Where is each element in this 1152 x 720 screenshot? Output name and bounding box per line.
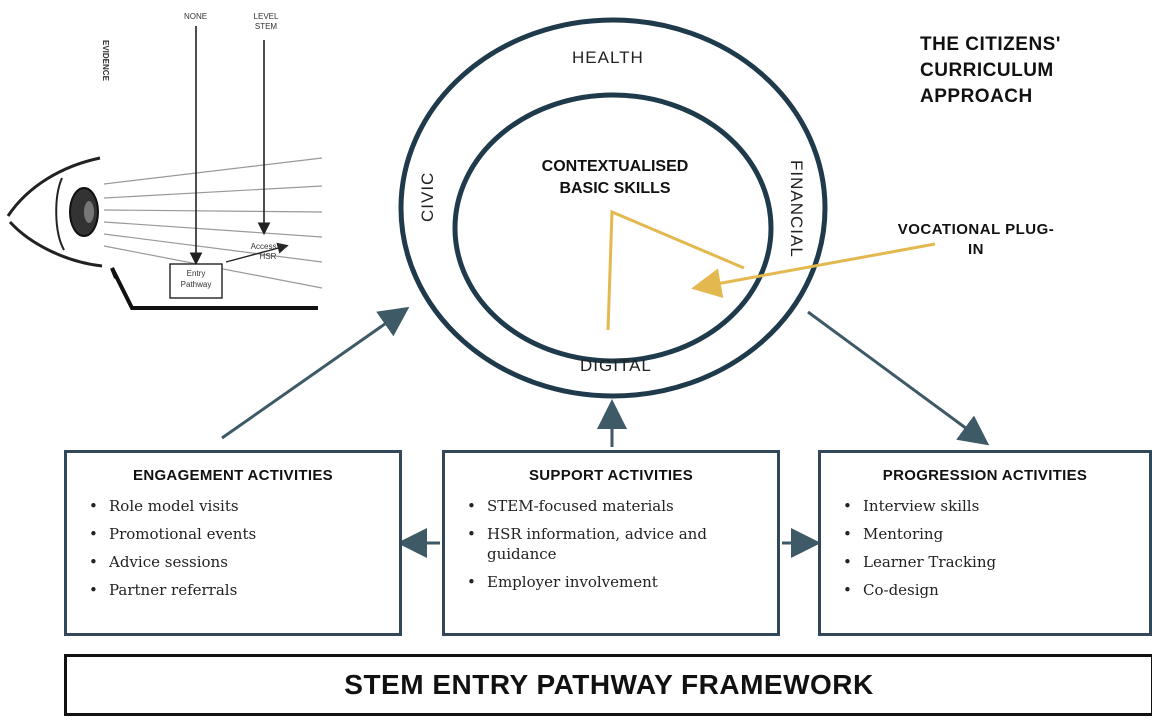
ring-label-financial: FINANCIAL — [787, 160, 806, 258]
engagement-title: ENGAGEMENT ACTIVITIES — [133, 467, 333, 484]
progression-title: PROGRESSION ACTIVITIES — [882, 467, 1088, 484]
eye-lower-lid — [8, 220, 103, 268]
list-item: •Employer involvement — [467, 573, 658, 591]
framework-title-banner: STEM ENTRY PATHWAY FRAMEWORK — [64, 654, 1152, 716]
list-item: •Advice sessions — [89, 553, 228, 571]
list-item: •Mentoring — [843, 525, 944, 543]
arrow-wheel-to-progression — [807, 310, 990, 446]
plug-in-arrow — [691, 242, 936, 298]
engagement-list: •Role model visits •Promotional events •… — [67, 492, 399, 604]
ring-label-digital: DIGITAL — [580, 356, 652, 375]
arrow-engagement-to-wheel — [221, 306, 410, 440]
approach-title: THE CITIZENS' CURRICULUM APPROACH — [920, 34, 1061, 107]
eye-side-label: EVIDENCE — [101, 40, 110, 81]
support-list: •STEM-focused materials •HSR information… — [445, 492, 777, 596]
progression-list: •Interview skills •Mentoring •Learner Tr… — [821, 492, 1149, 604]
list-item: •Co-design — [843, 581, 939, 599]
eye-top-left-label: NONE — [184, 12, 208, 21]
list-item: •HSR information, advice and guidance — [467, 525, 707, 563]
core-skills-label: CONTEXTUALISED BASIC SKILLS — [541, 158, 689, 197]
ring-label-health: HEALTH — [572, 48, 644, 67]
eye-figure — [6, 26, 323, 310]
list-item: •Interview skills — [843, 497, 980, 515]
eye-box-label: Entry Pathway — [180, 269, 212, 289]
support-title: SUPPORT ACTIVITIES — [528, 467, 694, 484]
eye-top-right-label: LEVEL STEM — [253, 12, 279, 31]
support-activities-box: SUPPORT ACTIVITIES •STEM-focused materia… — [442, 450, 780, 636]
plug-in-wedge — [606, 209, 745, 331]
engagement-activities-box: ENGAGEMENT ACTIVITIES •Role model visits… — [64, 450, 402, 636]
eye-upper-lid — [6, 156, 101, 217]
ring-label-civic: CIVIC — [418, 171, 437, 222]
list-item: •Role model visits — [89, 497, 239, 515]
list-item: •Partner referrals — [89, 581, 238, 599]
list-item: •Promotional events — [89, 525, 257, 543]
inner-ring — [452, 92, 774, 364]
progression-activities-box: PROGRESSION ACTIVITIES •Interview skills… — [818, 450, 1152, 636]
list-item: •Learner Tracking — [843, 553, 997, 571]
vocational-plug-in-label: VOCATIONAL PLUG-IN — [897, 221, 1055, 258]
entry-pathway-box — [169, 263, 223, 299]
outer-ring — [398, 17, 828, 399]
list-item: •STEM-focused materials — [467, 497, 674, 515]
eye-arrow-label: Access to HSR — [250, 242, 286, 261]
